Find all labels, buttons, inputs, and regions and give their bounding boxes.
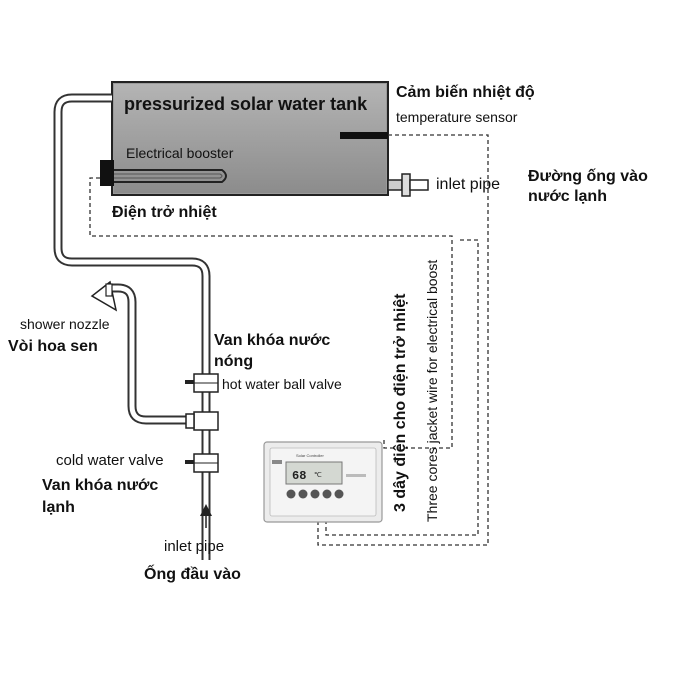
hot-valve-label-vi-2: nóng [214,353,254,370]
wire-label-en: Three cores jacket wire for electrical b… [424,259,440,522]
inlet-arrow-icon [200,504,212,516]
temperature-sensor-label-vi: Cảm biến nhiệt độ [396,84,535,101]
inlet-pipe-label-bottom-vi: Ống đầu vào [144,566,241,583]
controller-button-1 [286,489,296,499]
controller-button-5 [334,489,344,499]
shower-nozzle-label-vi: Vòi hoa sen [8,338,98,355]
hot-valve-label-vi-1: Van khóa nước [214,332,331,349]
tee-joint [193,411,219,431]
temperature-sensor-probe [340,132,388,139]
controller-display-value: 68 [292,469,306,483]
inlet-pipe-label-right: inlet pipe [436,176,501,193]
inlet-fitting [387,179,403,191]
cold-valve-label-vi-1: Van khóa nước [42,477,159,494]
shower-nozzle-label-en: shower nozzle [20,316,110,332]
controller-button-3 [310,489,320,499]
controller-display [285,461,343,485]
cold-valve-label-vi-2: lạnh [42,499,75,516]
controller-button-2 [298,489,308,499]
controller-display-unit: ℃ [314,472,322,479]
hot-valve-label-en: hot water ball valve [222,376,342,392]
cold-valve-label-en: cold water valve [56,452,164,469]
heater-label-vi: Điện trở nhiệt [112,204,217,221]
cold-inlet-label-vi-2: nước lạnh [528,188,607,205]
wire-label-vi: 3 dây điện cho điện trở nhiệt [392,293,409,512]
tank-title: pressurized solar water tank [124,94,368,114]
booster-label: Electrical booster [126,145,234,161]
booster-element [114,169,227,183]
sensor-wire [317,134,489,546]
booster-terminal [100,160,114,186]
temperature-sensor-label-en: temperature sensor [396,109,518,125]
solar-controller [263,441,383,523]
shower-pipe [106,283,206,425]
cold-inlet-label-vi-1: Đường ống vào [528,168,648,185]
inlet-pipe-label-bottom-en: inlet pipe [164,538,225,555]
controller-header: Solar Controller [296,453,324,458]
booster-wire [89,177,453,449]
controller-button-4 [322,489,332,499]
